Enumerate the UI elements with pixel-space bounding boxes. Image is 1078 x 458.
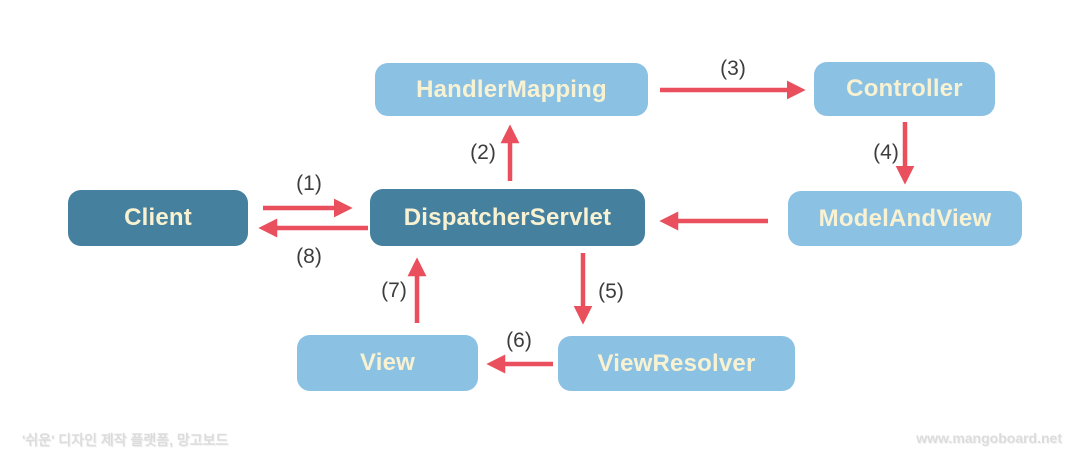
- arrow-label-4: (4): [873, 141, 899, 164]
- node-client: Client: [68, 190, 248, 246]
- arrow-label-7: (7): [381, 279, 407, 302]
- node-handler-mapping: HandlerMapping: [375, 63, 648, 116]
- node-view-resolver: ViewResolver: [558, 336, 795, 391]
- node-controller: Controller: [814, 62, 995, 116]
- arrow-label-1: (1): [296, 172, 322, 195]
- arrow-label-8: (8): [296, 245, 322, 268]
- watermark-url: www.mangoboard.net: [916, 430, 1062, 446]
- arrow-label-3: (3): [720, 57, 746, 80]
- node-view: View: [297, 335, 478, 391]
- arrow-label-2: (2): [470, 141, 496, 164]
- node-model-and-view: ModelAndView: [788, 191, 1022, 246]
- arrow-label-5: (5): [598, 280, 624, 303]
- watermark-tagline: '쉬운' 디자인 제작 플랫폼, 망고보드: [22, 432, 229, 448]
- node-dispatcher-servlet: DispatcherServlet: [370, 189, 645, 246]
- arrow-label-6: (6): [506, 329, 532, 352]
